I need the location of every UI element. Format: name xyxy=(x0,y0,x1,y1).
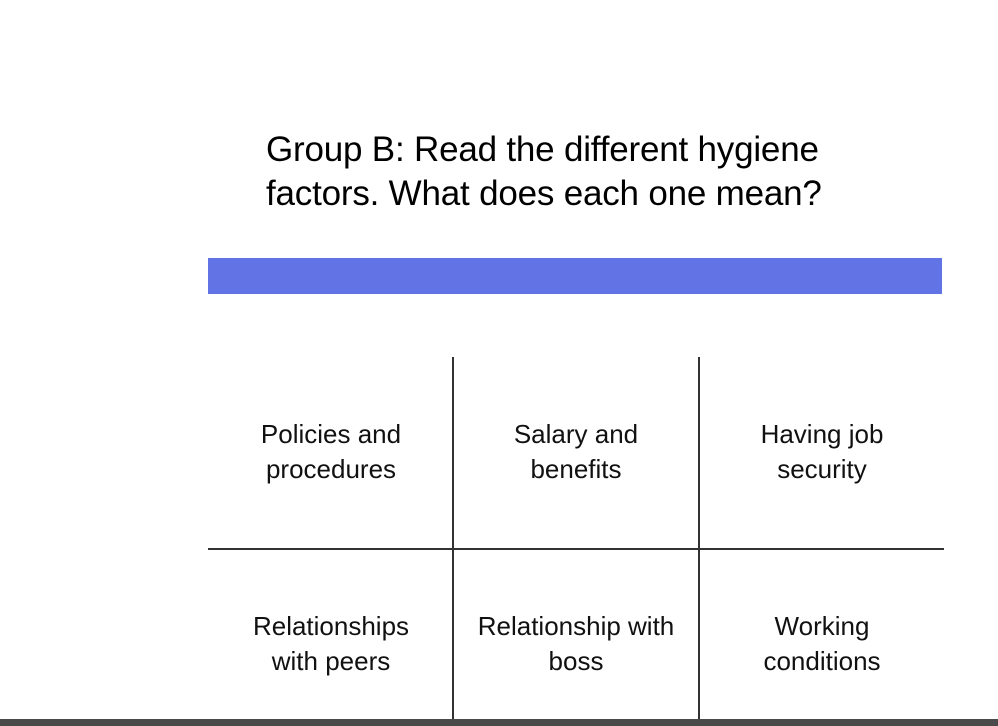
factor-cell-job-security: Having job security xyxy=(699,417,945,487)
grid-divider-vertical xyxy=(452,357,454,726)
factor-text: Having job xyxy=(760,419,884,449)
factor-text: procedures xyxy=(265,454,397,484)
grid-divider-horizontal xyxy=(208,548,944,550)
title-line-1: Group B: Read the different hygiene xyxy=(266,130,819,169)
accent-bar xyxy=(208,258,942,294)
factor-text: benefits xyxy=(530,454,622,484)
factor-text: Relationships xyxy=(252,611,410,641)
hygiene-factors-grid: Policies and procedures Salary and benef… xyxy=(208,357,944,726)
title-line-2: factors. What does each one mean? xyxy=(266,174,822,213)
factor-cell-boss: Relationship with boss xyxy=(453,609,699,679)
factor-cell-salary: Salary and benefits xyxy=(453,417,699,487)
factor-text: security xyxy=(777,454,867,484)
factor-text: with peers xyxy=(271,646,391,676)
factor-text: conditions xyxy=(763,646,881,676)
bottom-strip xyxy=(0,719,998,726)
factor-text: Policies and xyxy=(260,419,402,449)
factor-cell-policies: Policies and procedures xyxy=(208,417,454,487)
factor-text: Working xyxy=(774,611,870,641)
factor-cell-peers: Relationships with peers xyxy=(208,609,454,679)
factor-text: boss xyxy=(548,646,604,676)
factor-text: Salary and xyxy=(513,419,639,449)
slide-title: Group B: Read the different hygiene fact… xyxy=(266,128,946,216)
grid-divider-vertical xyxy=(698,357,700,726)
factor-text: Relationship with xyxy=(477,611,675,641)
factor-cell-working-conditions: Working conditions xyxy=(699,609,945,679)
